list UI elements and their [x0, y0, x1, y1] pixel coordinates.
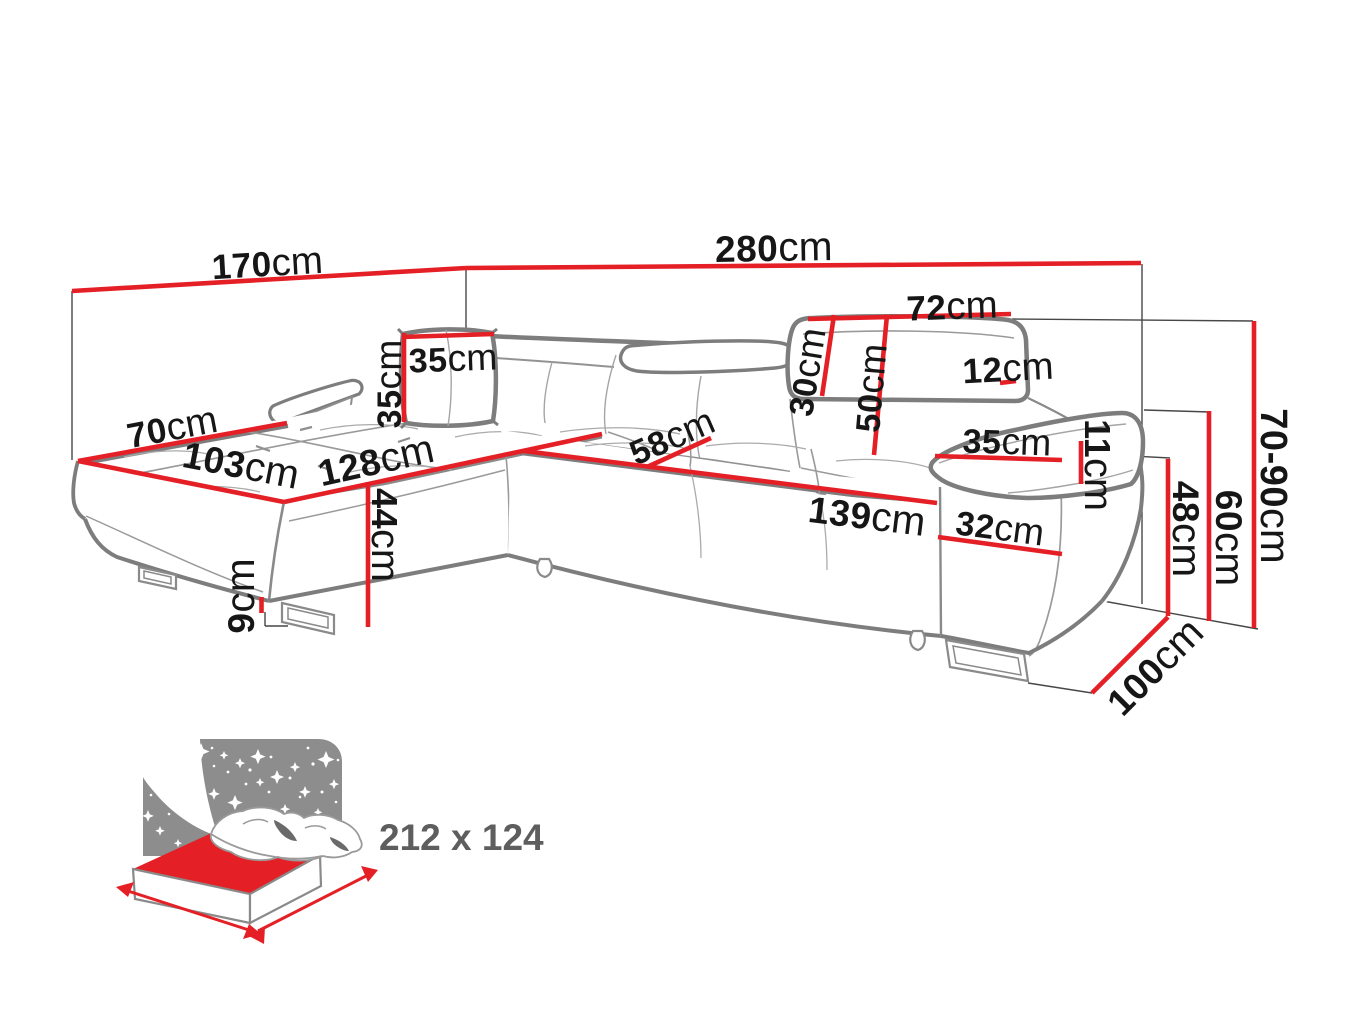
svg-text:70cm: 70cm	[123, 398, 221, 457]
svg-text:50cm: 50cm	[845, 342, 895, 434]
svg-text:32cm: 32cm	[953, 500, 1046, 553]
svg-text:139cm: 139cm	[806, 485, 928, 545]
svg-text:44cm: 44cm	[363, 488, 407, 582]
svg-text:12cm: 12cm	[961, 345, 1054, 393]
svg-text:30cm: 30cm	[778, 325, 833, 419]
svg-text:35cm: 35cm	[367, 340, 409, 429]
svg-text:9cm: 9cm	[217, 558, 263, 633]
svg-text:72cm: 72cm	[906, 283, 999, 329]
svg-text:35cm: 35cm	[408, 335, 498, 380]
svg-text:35cm: 35cm	[962, 418, 1052, 463]
svg-text:60cm: 60cm	[1207, 490, 1253, 586]
svg-text:280cm: 280cm	[715, 223, 833, 271]
svg-text:48cm: 48cm	[1164, 481, 1210, 577]
svg-text:11cm: 11cm	[1076, 419, 1120, 511]
svg-text:70-90cm: 70-90cm	[1252, 408, 1299, 563]
svg-text:128cm: 128cm	[313, 425, 438, 495]
svg-text:212 x 124: 212 x 124	[379, 817, 544, 858]
svg-text:170cm: 170cm	[211, 239, 325, 288]
